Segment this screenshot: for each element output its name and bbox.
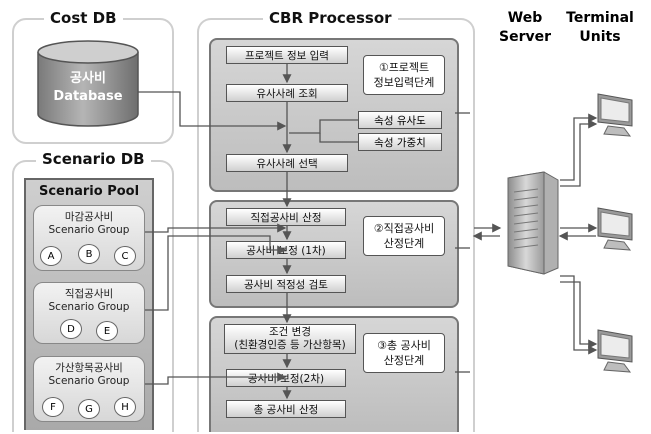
stage3-label-line1: ③총 공사비 xyxy=(377,339,431,352)
stage2-label: ②직접공사비 산정단계 xyxy=(363,216,445,256)
stage3-label-line2: 산정단계 xyxy=(383,354,425,367)
terminal-title-line1: Terminal xyxy=(566,10,634,26)
step-similar-case-select: 유사사례 선택 xyxy=(226,154,348,172)
step-total-cost-calc: 총 공사비 산정 xyxy=(226,400,346,418)
attr-weight: 속성 가중치 xyxy=(358,133,442,151)
step-cost-validity-review: 공사비 적정성 검토 xyxy=(226,275,346,293)
scenario-group-2: 직접공사비 Scenario Group D E xyxy=(33,282,145,344)
scenario-group-3: 가산항목공사비 Scenario Group F G H xyxy=(33,356,145,422)
stage2-label-line2: 산정단계 xyxy=(383,237,425,250)
step-condition-change-line2: (친환경인증 등 가산항목) xyxy=(234,339,346,351)
scenario-pool-title: Scenario Pool xyxy=(38,184,140,199)
step-condition-change: 조건 변경 (친환경인증 등 가산항목) xyxy=(224,324,356,354)
step-project-info-input: 프로젝트 정보 입력 xyxy=(226,46,348,64)
stage1-label-line2: 정보입력단계 xyxy=(373,76,435,89)
scenario-item: F xyxy=(42,397,64,417)
terminal-unit-icon xyxy=(597,93,633,137)
scenario-group-3-type: Scenario Group xyxy=(48,375,130,387)
scenario-group-1: 마감공사비 Scenario Group A B C xyxy=(33,205,145,271)
stage1-label-line1: ①프로젝트 xyxy=(378,61,430,74)
scenario-item: B xyxy=(78,244,100,264)
database-label-line1: 공사비 xyxy=(70,71,106,86)
step-direct-cost-calc: 직접공사비 산정 xyxy=(226,208,346,226)
scenario-item: C xyxy=(114,246,136,266)
scenario-group-1-type: Scenario Group xyxy=(48,224,130,236)
web-server-title-line2: Server xyxy=(498,29,551,45)
stage3-label: ③총 공사비 산정단계 xyxy=(363,333,445,373)
terminal-title-line2: Units xyxy=(579,29,621,45)
stage1-label: ①프로젝트 정보입력단계 xyxy=(363,55,445,95)
scenario-item: G xyxy=(78,399,100,419)
web-server-icon xyxy=(507,171,559,275)
web-server-title: Web Server xyxy=(496,9,554,47)
scenario-item: A xyxy=(40,246,62,266)
cost-db-title: Cost DB xyxy=(44,9,123,27)
scenario-item: D xyxy=(60,319,82,339)
scenario-group-2-name: 직접공사비 xyxy=(64,288,114,300)
terminal-unit-icon xyxy=(597,207,633,251)
web-server-title-line1: Web xyxy=(507,10,543,26)
scenario-item: H xyxy=(114,397,136,417)
scenario-group-3-name: 가산항목공사비 xyxy=(55,362,123,374)
cbr-title: CBR Processor xyxy=(263,9,398,27)
scenario-group-2-type: Scenario Group xyxy=(48,301,130,313)
database-label-line2: Database xyxy=(53,89,123,104)
stage2-label-line1: ②직접공사비 xyxy=(373,222,435,235)
scenario-group-1-name: 마감공사비 xyxy=(64,211,114,223)
terminal-title: Terminal Units xyxy=(562,9,638,47)
database-label: 공사비 Database xyxy=(36,70,140,106)
attr-similarity: 속성 유사도 xyxy=(358,111,442,129)
step-condition-change-line1: 조건 변경 xyxy=(269,326,311,338)
scenario-item: E xyxy=(96,321,118,341)
database-cylinder-icon xyxy=(37,40,139,127)
scenario-db-title: Scenario DB xyxy=(36,150,151,168)
step-similar-case-query: 유사사례 조회 xyxy=(226,84,348,102)
terminal-unit-icon xyxy=(597,329,633,373)
